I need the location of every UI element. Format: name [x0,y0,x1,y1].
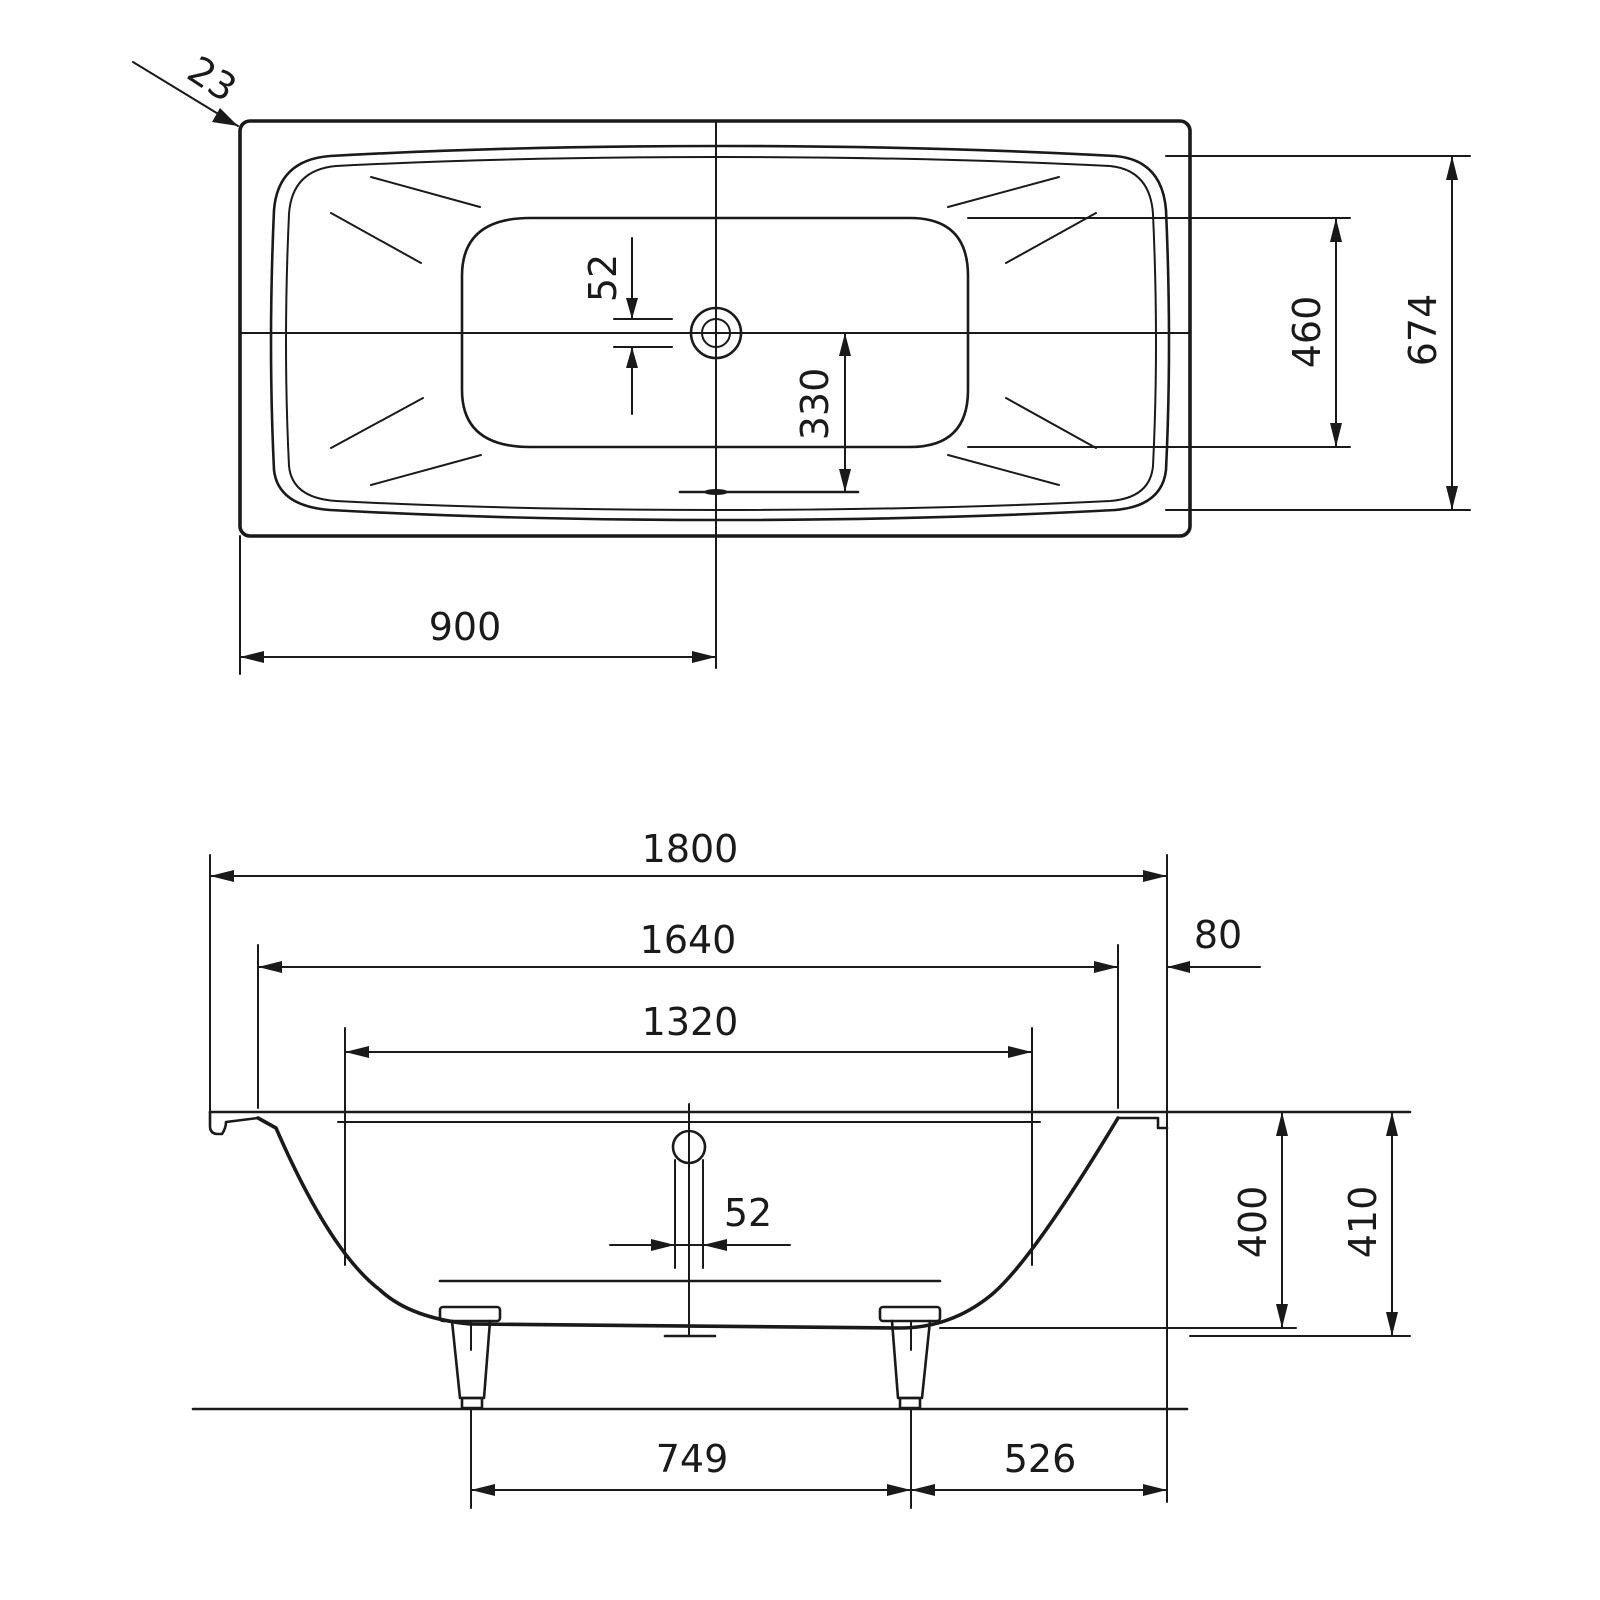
tub-inner-edge-inner [285,156,1157,511]
rim-right-lip [1116,1116,1169,1130]
drain-inner-ring [701,318,731,348]
left-foot [438,1305,502,1410]
dim-674-label: 674 [1401,294,1445,367]
dim-1320-label: 1320 [642,1000,739,1044]
right-foot [878,1305,942,1410]
dim-52-plan-label: 52 [581,254,625,302]
dim-80-label: 80 [1194,913,1242,957]
plan-view: 23 52 330 460 674 900 [132,47,1471,675]
dim-526-label: 526 [1004,1437,1077,1481]
dim-330-label: 330 [793,368,837,441]
tub-inner-edge-outer [269,144,1171,522]
dim-749-label: 749 [656,1437,729,1481]
rim-left-lip [208,1110,260,1136]
dim-400-label: 400 [1231,1186,1275,1259]
tub-basin-bottom [460,216,970,449]
dim-410-label: 410 [1341,1186,1385,1259]
drain-outer-ring [689,306,743,360]
tub-contour-lines [330,176,1097,486]
dim-460-label: 460 [1285,296,1329,369]
dim-23-label: 23 [180,47,245,110]
dim-52-side-label: 52 [724,1191,772,1235]
side-view: 1800 1640 80 1320 [191,827,1412,1509]
overflow-marker-dot [704,489,728,495]
overflow-outlet [671,1129,707,1165]
dim-900-label: 900 [429,605,502,649]
dim-1640-label: 1640 [640,918,737,962]
dim-1800-label: 1800 [642,827,739,871]
